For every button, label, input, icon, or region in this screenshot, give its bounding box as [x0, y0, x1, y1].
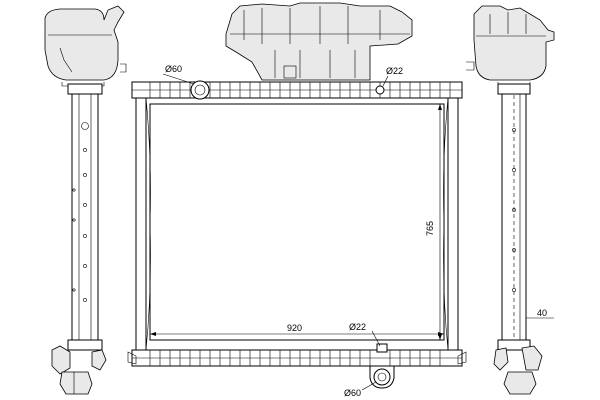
height-label: 765: [425, 221, 435, 236]
right-dimensions: 40: [525, 308, 554, 324]
right-bottom-fittings: [493, 345, 543, 395]
height-arrow-top: [438, 104, 442, 110]
top-inlet-port: [190, 80, 210, 100]
left-expansion-tank: [44, 5, 127, 87]
radiator-core: [149, 103, 445, 341]
side-frame: [135, 97, 459, 351]
depth-label: 40: [537, 308, 547, 318]
top-tank: [225, 2, 413, 81]
left-bottom-fittings: [51, 345, 107, 395]
right-side-rail: [497, 83, 531, 351]
left-side-rail: [67, 83, 103, 351]
bottom-small-port-label: Ø22: [349, 322, 366, 332]
front-view: 920 765 Ø60 Ø22 Ø22 Ø60: [127, 2, 467, 398]
right-side-view: 40: [466, 5, 555, 395]
left-side-view: [44, 5, 127, 395]
right-expansion-tank: [466, 5, 555, 87]
width-arrow-left: [150, 332, 156, 336]
top-vent-port: [375, 85, 385, 95]
front-dimensions: 920 765 Ø60 Ø22 Ø22 Ø60: [150, 64, 444, 398]
bottom-drain-port: [376, 343, 388, 353]
bottom-outlet-port: [373, 368, 391, 386]
top-right-port-label: Ø22: [386, 66, 403, 76]
width-label: 920: [287, 323, 302, 333]
top-left-port-label: Ø60: [165, 64, 182, 74]
bottom-large-port-label: Ø60: [344, 388, 361, 398]
top-header-ribs: [149, 82, 451, 98]
height-arrow-bottom: [438, 334, 442, 340]
bottom-header: [127, 343, 467, 389]
top-header: [131, 80, 463, 100]
